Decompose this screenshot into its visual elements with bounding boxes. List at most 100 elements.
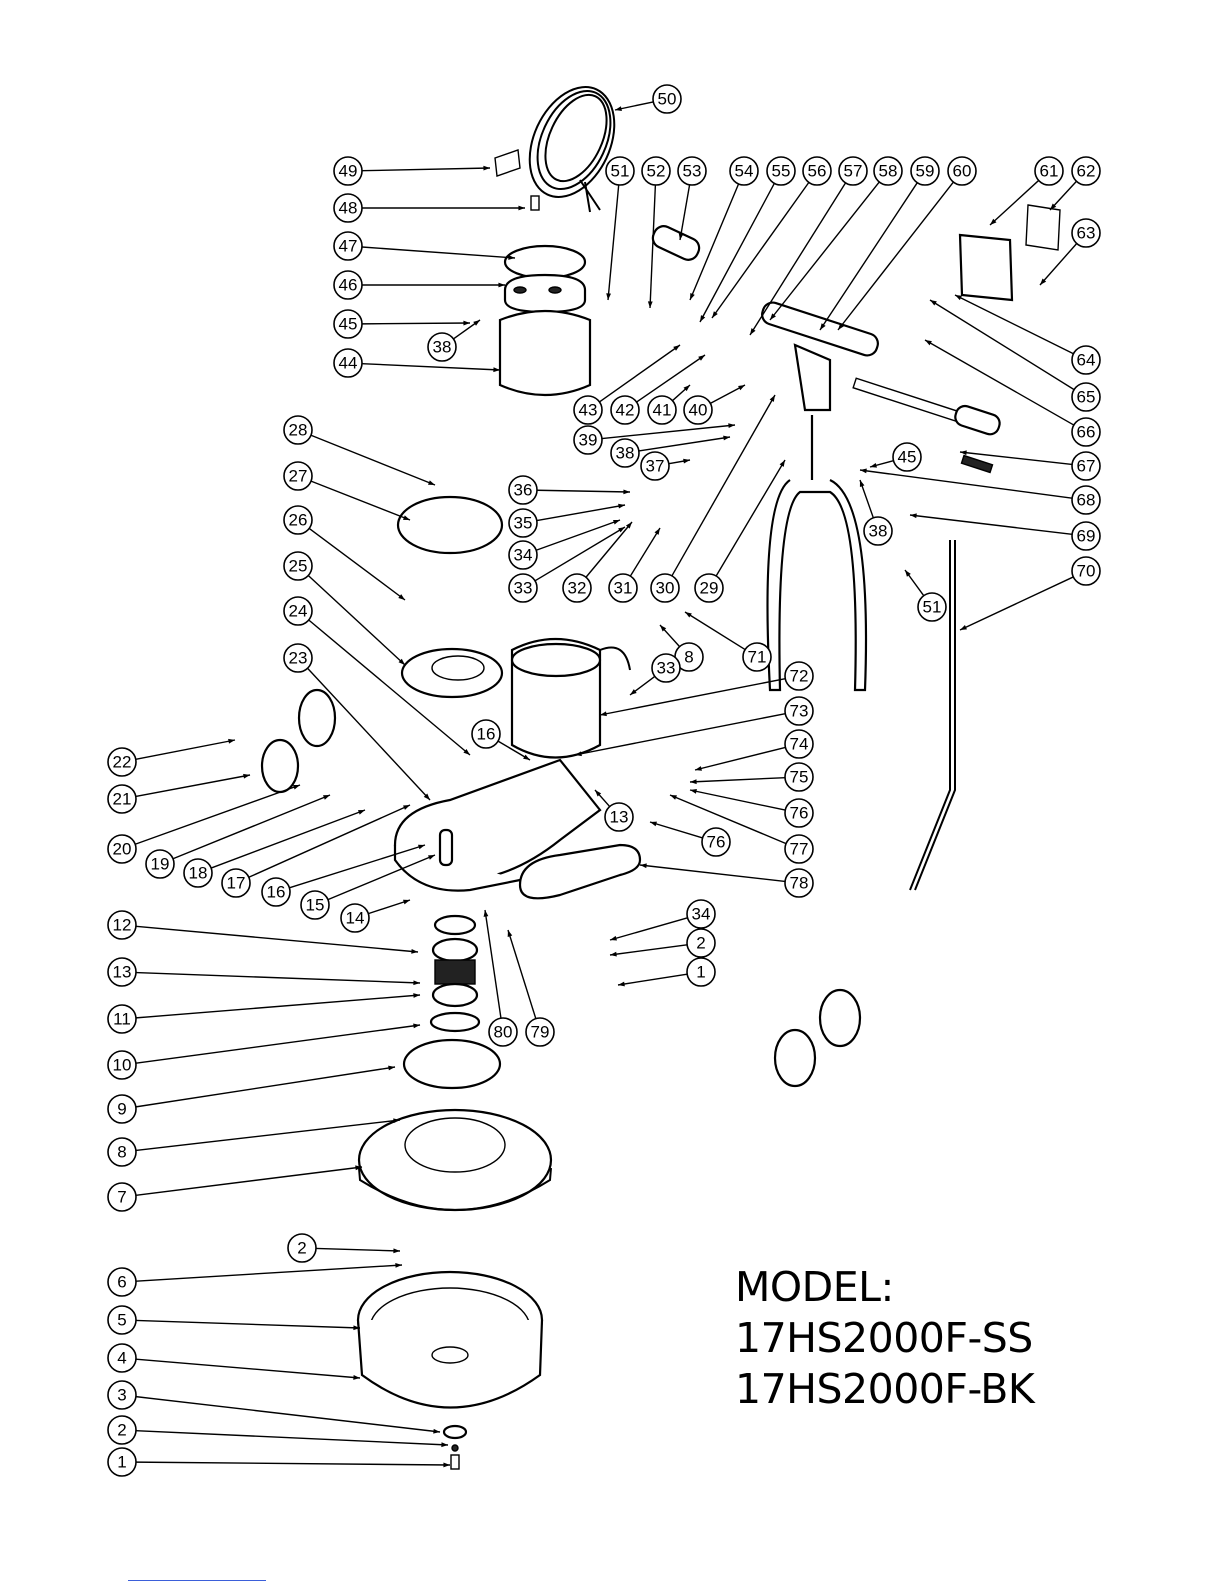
callout-arrowhead bbox=[623, 489, 630, 494]
callout-arrowhead bbox=[393, 1248, 400, 1253]
callout-number: 2 bbox=[297, 1239, 306, 1258]
callout-number: 6 bbox=[117, 1273, 126, 1292]
callout-number: 51 bbox=[923, 598, 942, 617]
callout-arrowhead bbox=[960, 625, 967, 630]
callout-leader-line bbox=[610, 945, 687, 955]
callout-49: 49 bbox=[334, 157, 490, 185]
callout-36: 36 bbox=[509, 476, 630, 504]
callout-number: 38 bbox=[869, 522, 888, 541]
callout-number: 76 bbox=[707, 833, 726, 852]
callout-45: 45 bbox=[870, 443, 921, 471]
callout-number: 75 bbox=[790, 768, 809, 787]
callout-number: 39 bbox=[579, 431, 598, 450]
callout-12: 12 bbox=[108, 911, 418, 954]
callout-number: 4 bbox=[117, 1349, 126, 1368]
callout-number: 54 bbox=[735, 162, 754, 181]
callout-leader-line bbox=[838, 182, 953, 330]
callout-number: 5 bbox=[117, 1311, 126, 1330]
callout-17: 17 bbox=[222, 805, 410, 897]
callout-number: 17 bbox=[227, 874, 246, 893]
callout-number: 63 bbox=[1077, 224, 1096, 243]
callout-arrowhead bbox=[870, 463, 877, 468]
callout-number: 33 bbox=[514, 579, 533, 598]
callout-number: 9 bbox=[117, 1100, 126, 1119]
callout-leader-line bbox=[600, 679, 785, 715]
callout-number: 19 bbox=[151, 855, 170, 874]
model-number-ss: 17HS2000F-SS bbox=[735, 1313, 1195, 1364]
callout-number: 29 bbox=[700, 579, 719, 598]
callout-leader-line bbox=[136, 973, 420, 983]
callout-leader-line bbox=[700, 183, 774, 322]
callout-arrowhead bbox=[750, 328, 756, 335]
callout-40: 40 bbox=[684, 385, 745, 424]
callout-leader-line bbox=[311, 435, 435, 485]
callout-number: 18 bbox=[189, 864, 208, 883]
callout-leader-line bbox=[618, 974, 687, 985]
callout-leader-line bbox=[136, 775, 250, 796]
callout-leader-line bbox=[136, 1359, 360, 1378]
callout-leader-line bbox=[930, 300, 1074, 390]
callout-number: 73 bbox=[790, 702, 809, 721]
callout-arrowhead bbox=[925, 340, 932, 345]
callout-arrowhead bbox=[695, 766, 702, 771]
callout-number: 2 bbox=[696, 934, 705, 953]
shroud-drawing bbox=[358, 1272, 542, 1408]
callout-leader-line bbox=[860, 470, 1072, 498]
callout-arrowhead bbox=[413, 1023, 420, 1028]
callout-arrowhead bbox=[443, 1463, 450, 1468]
callout-number: 26 bbox=[289, 511, 308, 530]
callout-33: 33 bbox=[630, 654, 680, 695]
callout-leader-line bbox=[136, 1067, 395, 1107]
callout-leader-line bbox=[249, 805, 410, 877]
callout-leader-line bbox=[640, 865, 785, 881]
callout-leader-line bbox=[311, 481, 410, 520]
callout-leader-line bbox=[362, 323, 470, 324]
callout-arrowhead bbox=[395, 1263, 402, 1268]
callout-number: 34 bbox=[692, 905, 711, 924]
callout-arrowhead bbox=[930, 300, 937, 306]
callout-leader-line bbox=[136, 995, 420, 1018]
callout-5: 5 bbox=[108, 1306, 360, 1334]
callout-arrowhead bbox=[293, 785, 300, 790]
callout-leader-line bbox=[136, 1265, 402, 1281]
handle-assembly-drawing bbox=[760, 300, 1002, 690]
callout-leader-line bbox=[362, 364, 500, 370]
callout-arrowhead bbox=[650, 822, 657, 827]
callout-number: 43 bbox=[579, 401, 598, 420]
bearing-plate-drawing bbox=[402, 649, 502, 697]
callout-leader-line bbox=[955, 295, 1073, 354]
callout-arrowhead bbox=[618, 982, 625, 987]
callout-leader-line bbox=[316, 1248, 400, 1251]
switch-box-drawing bbox=[960, 205, 1060, 300]
callout-22: 22 bbox=[108, 739, 235, 776]
bearing-stack-drawing bbox=[431, 916, 479, 1031]
pad-holder-drawing bbox=[359, 1110, 551, 1210]
callout-leader-line bbox=[135, 785, 300, 844]
callout-number: 41 bbox=[653, 401, 672, 420]
callout-leader-line bbox=[485, 910, 501, 1018]
callout-arrowhead bbox=[508, 930, 513, 937]
callout-leader-line bbox=[508, 930, 536, 1019]
callout-number: 2 bbox=[117, 1421, 126, 1440]
callout-leader-line bbox=[637, 355, 705, 402]
callout-arrowhead bbox=[700, 315, 705, 322]
callout-8: 8 bbox=[108, 1118, 400, 1166]
callout-2: 2 bbox=[108, 1416, 448, 1447]
callout-76: 76 bbox=[690, 789, 813, 827]
callout-leader-line bbox=[650, 822, 703, 838]
callout-64: 64 bbox=[955, 295, 1100, 374]
callout-number: 15 bbox=[306, 896, 325, 915]
callout-arrowhead bbox=[698, 355, 705, 361]
callout-number: 52 bbox=[647, 162, 666, 181]
callout-arrowhead bbox=[738, 385, 745, 390]
callout-51: 51 bbox=[606, 157, 634, 300]
callout-number: 57 bbox=[844, 162, 863, 181]
callout-leader-line bbox=[173, 795, 330, 859]
callout-46: 46 bbox=[334, 271, 505, 299]
callout-14: 14 bbox=[341, 900, 410, 932]
callout-1: 1 bbox=[618, 958, 715, 986]
callout-9: 9 bbox=[108, 1066, 395, 1123]
callout-leader-line bbox=[368, 900, 410, 914]
callout-50: 50 bbox=[615, 85, 681, 113]
left-wheels-drawing bbox=[262, 690, 335, 792]
